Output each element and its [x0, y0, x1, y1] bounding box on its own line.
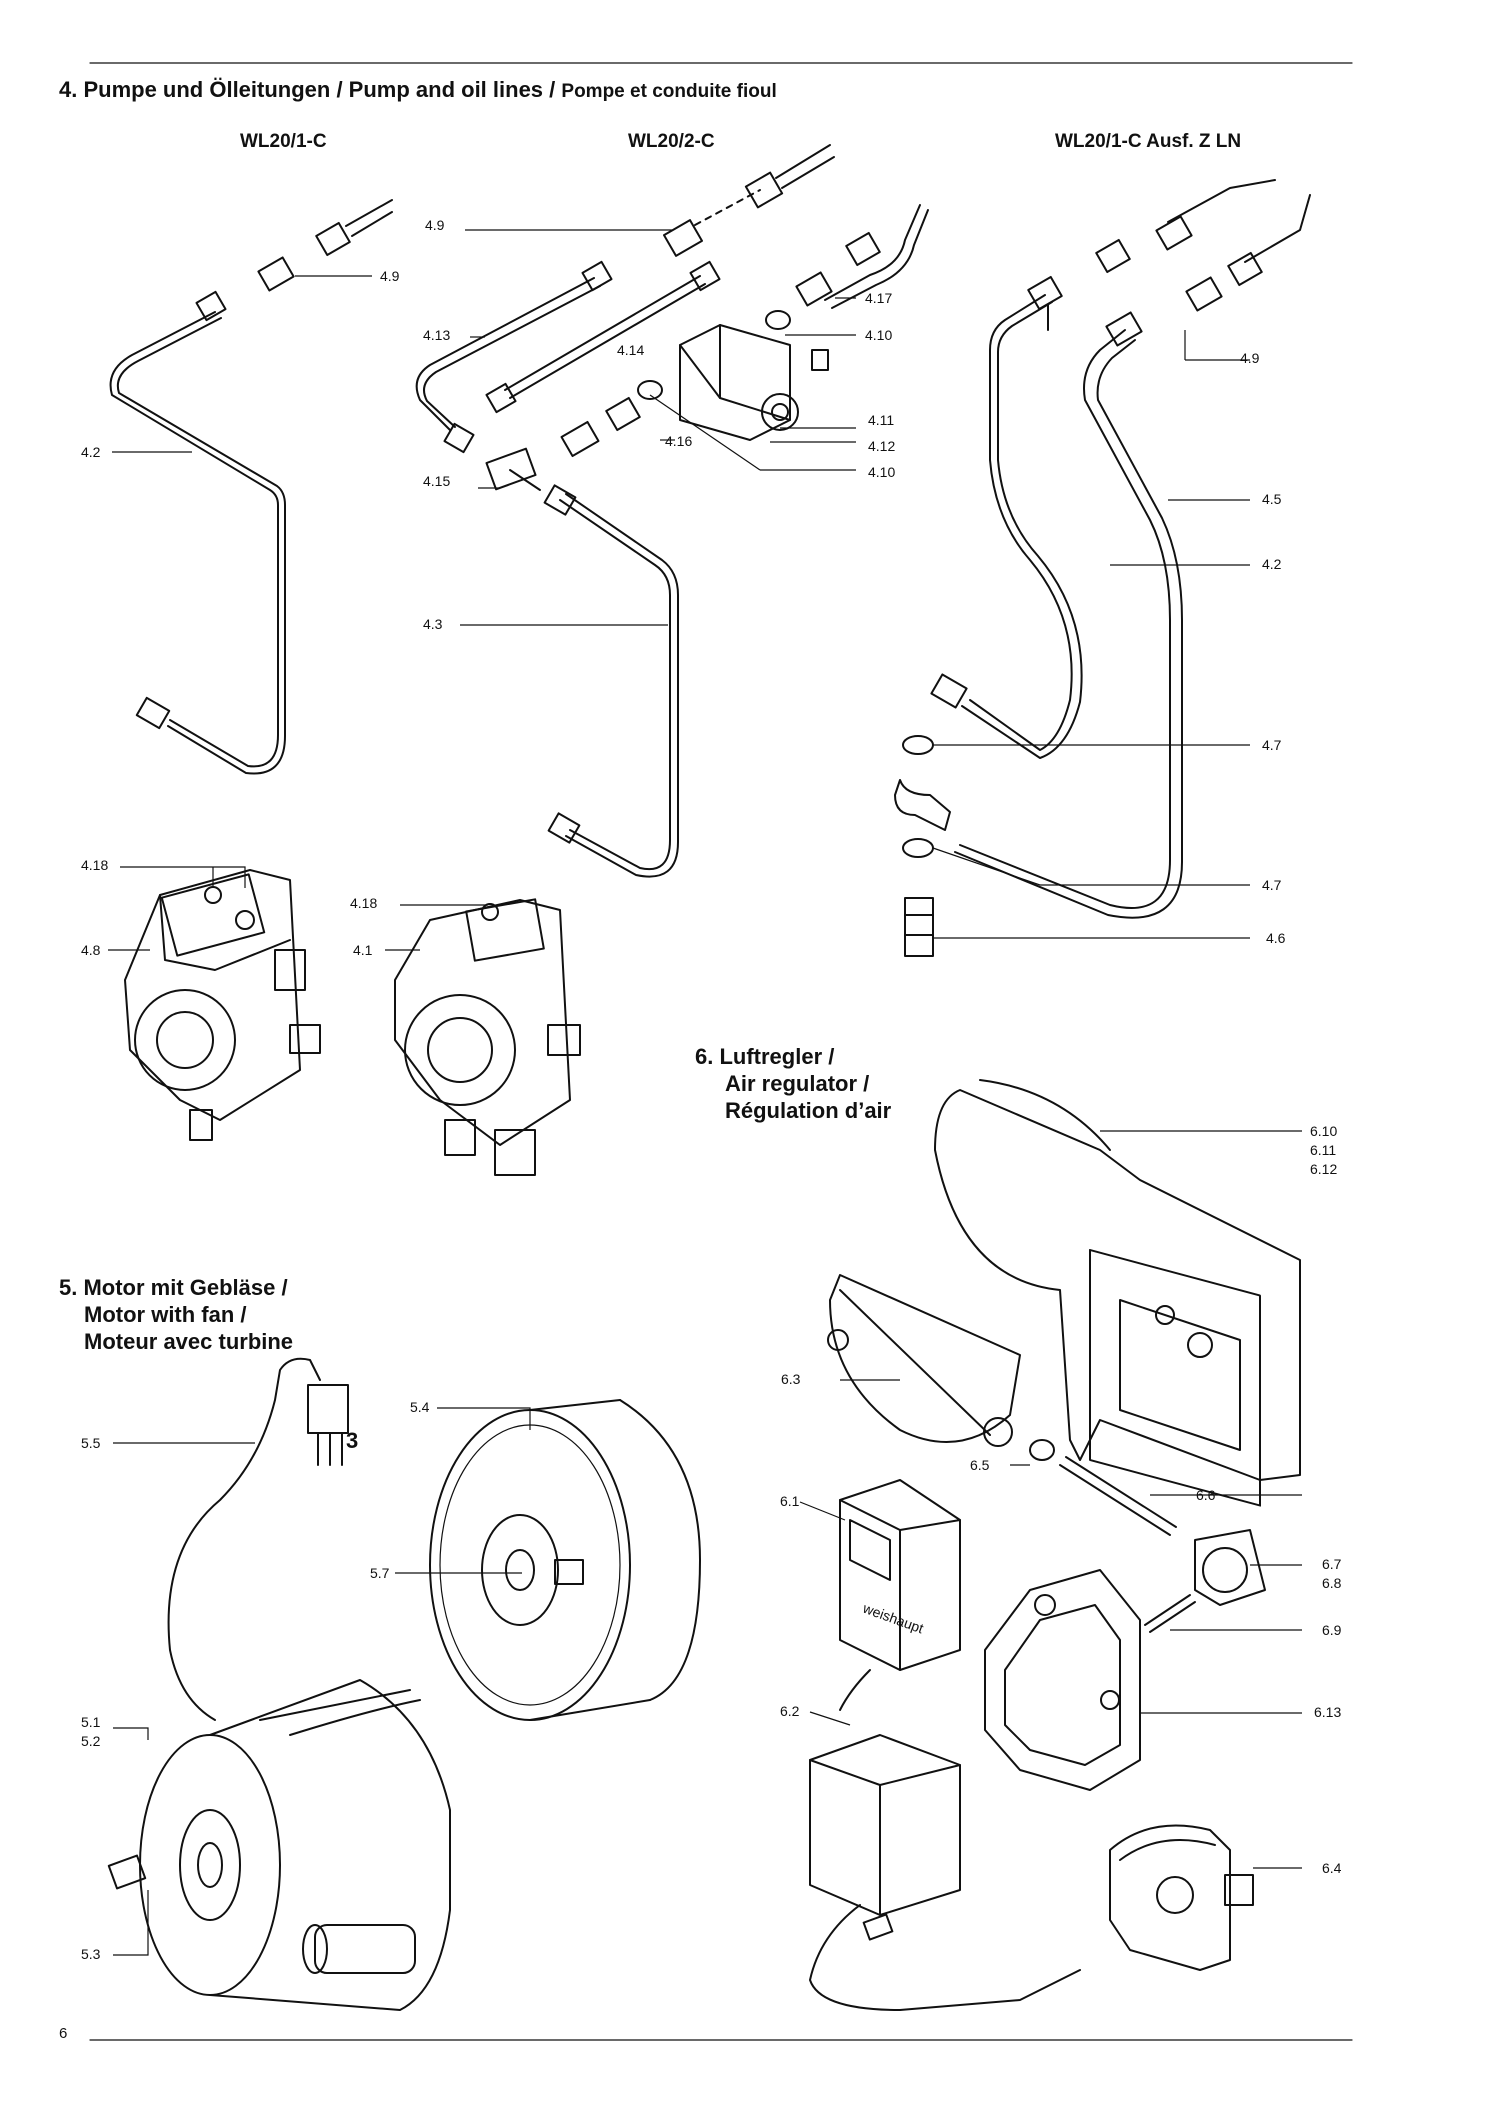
brand-mark: weishaupt	[860, 1599, 926, 1636]
cover-6-13	[984, 1569, 1141, 1791]
subtitle-right: WL20/1-C Ausf. Z LN	[1055, 131, 1242, 152]
pin-6-9	[1144, 1594, 1196, 1633]
section-air-regulator-line-1: 6. Luftregler /	[695, 1044, 835, 1069]
part-label: 4.13	[423, 327, 451, 343]
part-label: 4.3	[423, 616, 443, 632]
section-motor-fan-line-3: Moteur avec turbine	[84, 1329, 294, 1354]
pump-4-8	[124, 869, 321, 1141]
section-air-regulator-line-2: Air regulator /	[725, 1071, 870, 1096]
section-air-regulator-line-3: Régulation d’air	[725, 1098, 892, 1123]
subtitle-left: WL20/1-C	[240, 131, 327, 152]
scale-6-4	[1109, 1824, 1254, 1971]
oil-line-4-2-left	[109, 290, 286, 775]
right-lines	[894, 179, 1311, 957]
part-label: 5.7	[370, 1565, 390, 1581]
part-label: 4.18	[81, 857, 109, 873]
subtitle-middle: WL20/2-C	[628, 131, 715, 152]
part-label: 6.9	[1322, 1622, 1342, 1638]
part-label: 6.2	[780, 1703, 800, 1719]
page-title: 4. Pumpe und Ölleitungen / Pump and oil …	[59, 77, 777, 103]
part-label: 4.7	[1262, 737, 1282, 753]
title-main: 4. Pumpe und Ölleitungen / Pump and oil …	[59, 77, 556, 102]
part-label: 4.10	[868, 464, 896, 480]
part-label: 6.4	[1322, 1860, 1342, 1876]
actuator-6-2	[809, 1734, 1081, 2011]
part-label: 6.5	[970, 1457, 990, 1473]
part-label: 4.9	[1240, 350, 1260, 366]
part-label: 4.11	[868, 412, 895, 428]
section-motor-fan: 5. Motor mit Gebläse / Motor with fan / …	[59, 1274, 293, 1355]
plug-number: 3	[346, 1428, 358, 1453]
part-label: 4.6	[1266, 930, 1286, 946]
air-regulator-housing	[934, 1079, 1301, 1507]
part-label: 4.9	[380, 268, 400, 284]
title-fr: Pompe et conduite fioul	[561, 81, 777, 102]
part-label: 4.2	[1262, 556, 1282, 572]
dial-6-7	[1194, 1529, 1266, 1606]
part-label: 4.1	[353, 942, 373, 958]
bush-6-5	[1029, 1439, 1055, 1461]
part-label: 4.5	[1262, 491, 1282, 507]
part-label: 4.2	[81, 444, 101, 460]
part-label: 6.3	[781, 1371, 801, 1387]
part-label: 4.7	[1262, 877, 1282, 893]
part-label: 4.14	[617, 342, 645, 358]
part-label: 4.8	[81, 942, 101, 958]
section-motor-fan-line-1: 5. Motor mit Gebläse /	[59, 1275, 288, 1300]
nipple-4-9-left	[257, 199, 393, 292]
part-label: 4.9	[425, 217, 445, 233]
part-label: 4.15	[423, 473, 451, 489]
section-motor-fan-line-2: Motor with fan /	[84, 1302, 247, 1327]
part-label: 6.6	[1196, 1487, 1216, 1503]
air-flap-6-3	[827, 1274, 1021, 1447]
fan-wheel-5-4	[429, 1399, 701, 1721]
part-label: 4.17	[865, 290, 893, 306]
part-label: 4.10	[865, 327, 893, 343]
shaft-6-6	[1059, 1456, 1177, 1536]
middle-lines	[415, 144, 929, 878]
part-label: 6.1	[780, 1493, 800, 1509]
part-label: 4.18	[350, 895, 378, 911]
part-label: 4.12	[868, 438, 896, 454]
page-number: 6	[59, 2025, 68, 2042]
part-label: 4.16	[665, 433, 693, 449]
part-label: 5.3	[81, 1946, 101, 1962]
motor-5-1	[107, 1357, 451, 2011]
part-label: 5.1 5.2	[81, 1714, 101, 1749]
part-label: 6.10 6.11 6.12	[1310, 1123, 1338, 1177]
part-label: 6.13	[1314, 1704, 1342, 1720]
part-label: 5.5	[81, 1435, 101, 1451]
actuator-6-1	[839, 1479, 961, 1711]
section-air-regulator: 6. Luftregler / Air regulator / Régulati…	[695, 1043, 891, 1124]
part-label: 5.4	[410, 1399, 430, 1415]
pump-4-1	[394, 898, 581, 1176]
part-label: 6.7 6.8	[1322, 1556, 1342, 1591]
